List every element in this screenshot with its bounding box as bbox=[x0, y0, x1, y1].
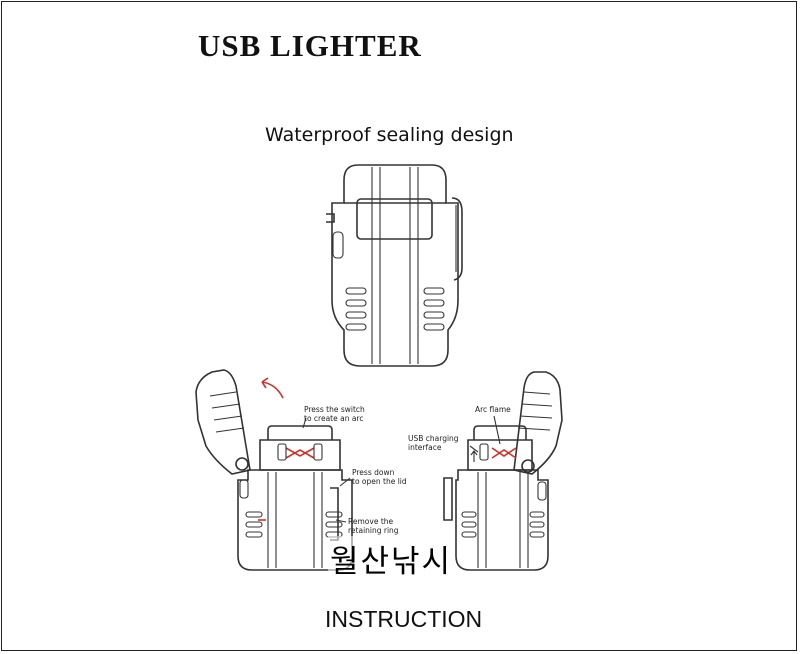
instruction-label: INSTRUCTION bbox=[325, 606, 483, 632]
open-lighter-right-illustration bbox=[443, 371, 563, 571]
callout-press-down: Press down to open the lid bbox=[352, 468, 407, 486]
callout-remove-ring: Remove the retaining ring bbox=[348, 517, 399, 535]
callout-press-switch: Press the switch to create an arc bbox=[304, 405, 365, 423]
watermark-text: 월산낚시 bbox=[328, 536, 455, 581]
callout-usb-charging: USB charging interface bbox=[408, 434, 459, 452]
page-title: USB LIGHTER bbox=[198, 28, 422, 63]
page-subtitle: Waterproof sealing design bbox=[265, 124, 514, 146]
callout-arc-flame: Arc flame bbox=[475, 405, 511, 414]
closed-lighter-illustration bbox=[326, 164, 463, 367]
